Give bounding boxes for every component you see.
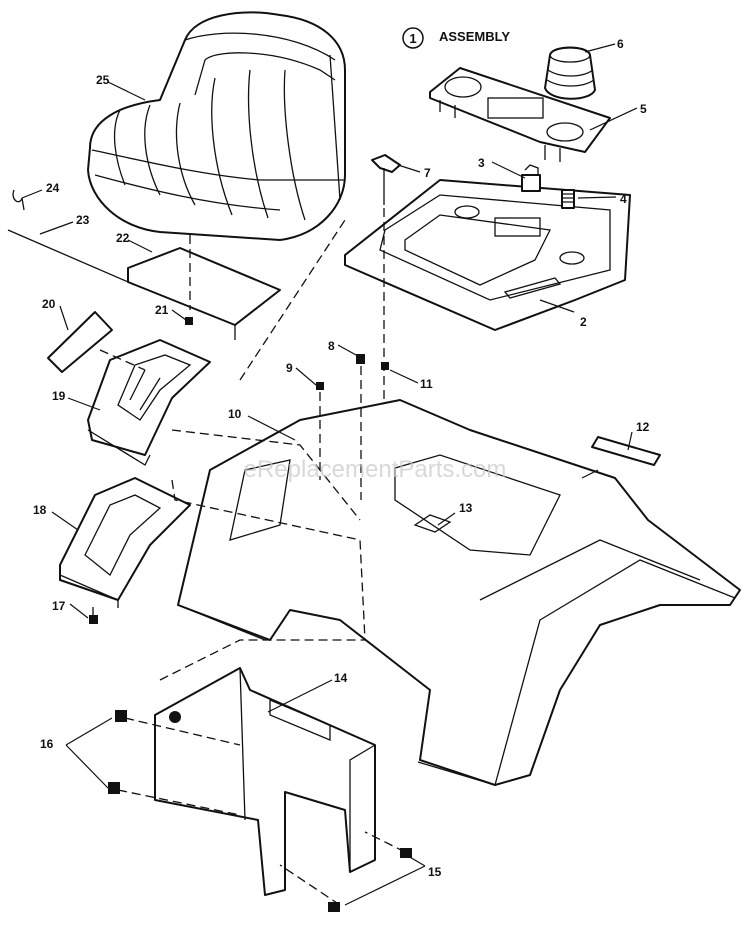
callout-7: 7: [424, 166, 431, 180]
decal-part-20: [47, 311, 113, 373]
callout-5: 5: [640, 102, 647, 116]
fender-part-10: [177, 399, 741, 786]
bracket-frame-part-14: [154, 667, 376, 896]
decal-part-12: [591, 436, 661, 466]
callout-9: 9: [286, 361, 293, 375]
spring-part-4: [561, 189, 575, 209]
shift-plate-part-18: [59, 477, 191, 608]
switch-part-3: [521, 164, 541, 192]
leader-lines: [21, 43, 638, 906]
callout-14: 14: [334, 671, 348, 685]
plate-part-13: [413, 514, 452, 533]
assembly-title: 1 ASSEMBLY: [402, 27, 510, 49]
rod-part-23: [7, 229, 136, 286]
watermark: eReplacementParts.com: [244, 456, 507, 483]
callout-3: 3: [478, 156, 485, 170]
bolts-part-15: [328, 848, 412, 912]
callout-21: 21: [155, 303, 169, 317]
cover-plate-part-5: [429, 67, 611, 162]
callout-19: 19: [52, 389, 66, 403]
callout-16: 16: [40, 737, 54, 751]
callout-6: 6: [617, 37, 624, 51]
callout-18: 18: [33, 503, 47, 517]
callout-labels: 2 3 4 5 6 7 8 9 10 11 12 13 14 15 16 17 …: [33, 37, 650, 879]
callout-17: 17: [52, 599, 66, 613]
cup-part-6: [544, 46, 596, 100]
callout-8: 8: [328, 339, 335, 353]
hardware-part-11: [381, 362, 389, 370]
screw-part-21: [185, 317, 193, 325]
assembly-label: ASSEMBLY: [439, 29, 510, 44]
callout-12: 12: [636, 420, 650, 434]
callout-23: 23: [76, 213, 90, 227]
hardware-part-9: [316, 382, 324, 480]
hardware-part-8: [356, 354, 365, 500]
assembly-guide-lines: [99, 219, 406, 906]
callout-10: 10: [228, 407, 242, 421]
callout-25: 25: [96, 73, 110, 87]
assembly-number: 1: [409, 31, 416, 46]
screw-part-17: [89, 607, 98, 624]
callout-11: 11: [420, 377, 433, 391]
callout-4: 4: [620, 192, 627, 206]
console-part-2: [344, 179, 631, 331]
callout-13: 13: [459, 501, 473, 515]
shift-plate-part-19: [87, 339, 211, 466]
callout-22: 22: [116, 231, 130, 245]
seat-part-25: [87, 11, 346, 241]
callout-15: 15: [428, 865, 442, 879]
callout-24: 24: [46, 181, 60, 195]
callout-2: 2: [580, 315, 587, 329]
callout-20: 20: [42, 297, 56, 311]
clip-part-24: [12, 189, 25, 211]
bracket-part-22: [127, 235, 281, 340]
bolts-part-16: [108, 710, 127, 794]
